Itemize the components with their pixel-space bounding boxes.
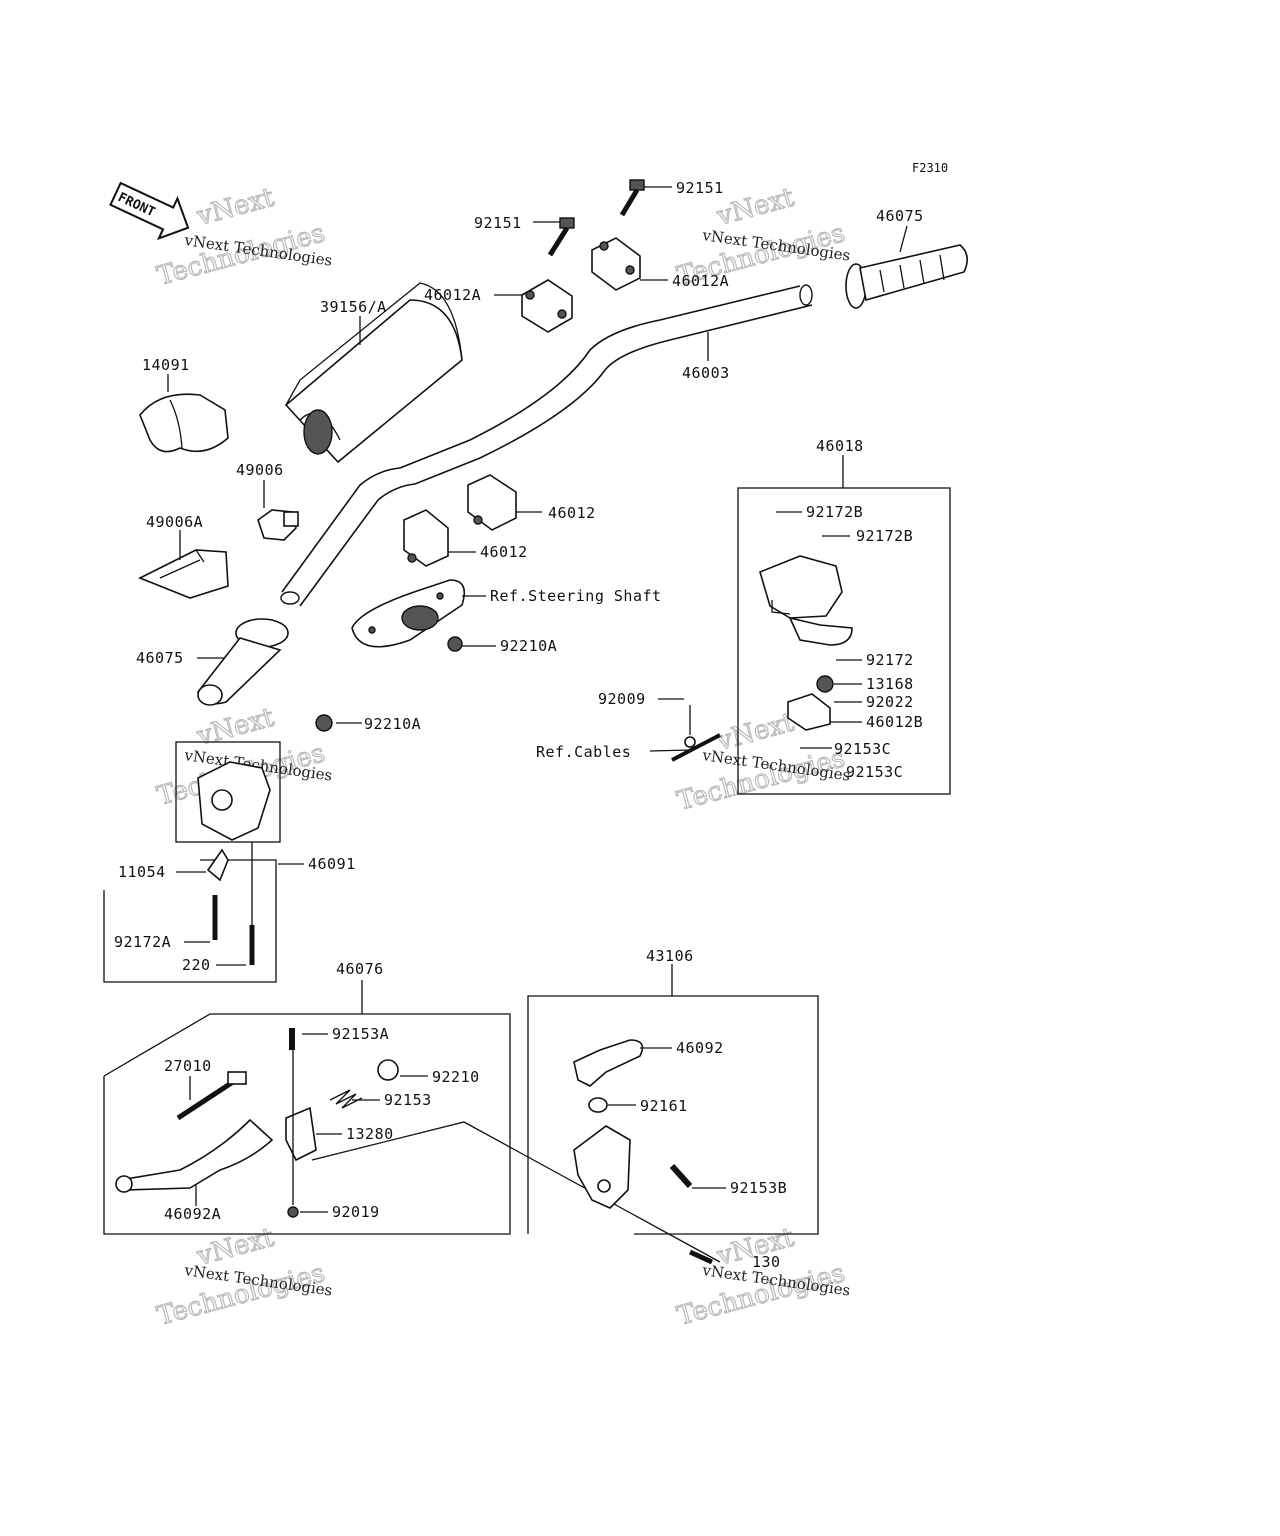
label-92172B-1: 92172B bbox=[806, 503, 863, 521]
bar-pad bbox=[284, 282, 463, 464]
label-92172: 92172 bbox=[866, 651, 914, 669]
hand-guard bbox=[139, 393, 229, 453]
clutch-lever-frame bbox=[103, 1013, 511, 1235]
watermark-bottom-right: vNext Technologies vNext Technologies bbox=[673, 1222, 851, 1332]
label-49006: 49006 bbox=[236, 461, 284, 479]
label-46012-mid: 46012 bbox=[480, 543, 528, 561]
switch-screw-frame bbox=[103, 859, 277, 983]
nut-92210A-top bbox=[447, 636, 463, 652]
label-46012-top: 46012 bbox=[548, 504, 596, 522]
label-92151-top: 92151 bbox=[676, 179, 724, 197]
label-46091: 46091 bbox=[308, 855, 356, 873]
steering-plate bbox=[351, 579, 466, 648]
clutch-clamp-46012B bbox=[787, 693, 831, 731]
label-92172B-2: 92172B bbox=[856, 527, 913, 545]
label-46075-left: 46075 bbox=[136, 649, 184, 667]
throttle-cover bbox=[138, 549, 229, 599]
clamp-lower-right bbox=[467, 474, 517, 531]
bolt-92151-left bbox=[547, 217, 575, 257]
clutch-assembly-frame bbox=[737, 487, 951, 795]
label-92210A-bottom: 92210A bbox=[364, 715, 421, 733]
label-46003: 46003 bbox=[682, 364, 730, 382]
label-92153B: 92153B bbox=[730, 1179, 787, 1197]
front-arrow-icon: FRONT bbox=[109, 181, 190, 241]
lever-holder-13280 bbox=[285, 1106, 317, 1162]
bolt-92151-right bbox=[619, 179, 645, 217]
label-43106: 43106 bbox=[646, 947, 694, 965]
label-92210: 92210 bbox=[432, 1068, 480, 1086]
label-46092: 46092 bbox=[676, 1039, 724, 1057]
part-labels: 92151 92151 46012A 46012A 46075 39156/A … bbox=[114, 179, 924, 1271]
clutch-master-cylinder bbox=[759, 555, 853, 646]
label-130: 130 bbox=[752, 1253, 781, 1271]
watermark-big-1: vNext bbox=[193, 702, 278, 752]
label-92151-left: 92151 bbox=[474, 214, 522, 232]
label-11054: 11054 bbox=[118, 863, 166, 881]
label-92009: 92009 bbox=[598, 690, 646, 708]
watermark-big-1: vNext bbox=[193, 182, 278, 232]
hotstart-lever-46092 bbox=[573, 1039, 644, 1087]
engine-stop-switch bbox=[197, 761, 271, 841]
right-grip bbox=[845, 244, 968, 309]
label-46012A-right: 46012A bbox=[672, 272, 729, 290]
adjuster-spring bbox=[329, 1059, 399, 1109]
label-46012A-left: 46012A bbox=[424, 286, 481, 304]
watermark-big-1: vNext bbox=[713, 182, 798, 232]
hotstart-holder bbox=[573, 1125, 631, 1209]
label-92153C-2: 92153C bbox=[846, 763, 903, 781]
label-92153: 92153 bbox=[384, 1091, 432, 1109]
label-ref-steering-shaft: Ref.Steering Shaft bbox=[490, 587, 662, 605]
handlebar-tube bbox=[280, 284, 813, 607]
watermark-top-left: vNext Technologies vNext Technologies bbox=[153, 182, 333, 292]
label-46092A: 46092A bbox=[164, 1205, 221, 1223]
label-46076: 46076 bbox=[336, 960, 384, 978]
nut-92019 bbox=[287, 1206, 299, 1218]
label-13280: 13280 bbox=[346, 1125, 394, 1143]
label-92161: 92161 bbox=[640, 1097, 688, 1115]
label-92022: 92022 bbox=[866, 693, 914, 711]
label-14091: 14091 bbox=[142, 356, 190, 374]
left-grip bbox=[197, 618, 289, 706]
hotstart-frame bbox=[527, 995, 819, 1235]
clamp-upper-right bbox=[591, 237, 641, 291]
bolt-13168 bbox=[816, 675, 834, 693]
label-92172A: 92172A bbox=[114, 933, 171, 951]
label-92153C-1: 92153C bbox=[834, 740, 891, 758]
bolt-92153B bbox=[669, 1163, 693, 1189]
label-ref-cables: Ref.Cables bbox=[536, 743, 631, 761]
watermark-bottom-left: vNext Technologies vNext Technologies bbox=[153, 1222, 333, 1332]
label-220: 220 bbox=[182, 956, 211, 974]
nut-92210A-bottom bbox=[315, 714, 333, 732]
diagram-code: F2310 bbox=[912, 161, 948, 175]
clamp-lower-left bbox=[403, 509, 449, 567]
label-39156A: 39156/A bbox=[320, 298, 387, 316]
cable-guide bbox=[671, 733, 721, 762]
label-46075-right: 46075 bbox=[876, 207, 924, 225]
switch-box-frame bbox=[175, 741, 281, 843]
label-27010: 27010 bbox=[164, 1057, 212, 1075]
clamp-upper-left bbox=[521, 279, 573, 333]
lever-46092A bbox=[115, 1118, 274, 1193]
label-46018: 46018 bbox=[816, 437, 864, 455]
bolt-130 bbox=[688, 1249, 714, 1265]
cap-92161 bbox=[588, 1097, 608, 1113]
switch-clip bbox=[206, 848, 229, 882]
leader-lines bbox=[167, 186, 908, 1213]
throttle-adjuster bbox=[257, 509, 299, 541]
label-13168: 13168 bbox=[866, 675, 914, 693]
label-49006A: 49006A bbox=[146, 513, 203, 531]
label-46012B: 46012B bbox=[866, 713, 923, 731]
label-92019: 92019 bbox=[332, 1203, 380, 1221]
label-92153A: 92153A bbox=[332, 1025, 389, 1043]
label-92210A-top: 92210A bbox=[500, 637, 557, 655]
cable-adjuster-27010 bbox=[176, 1071, 247, 1121]
